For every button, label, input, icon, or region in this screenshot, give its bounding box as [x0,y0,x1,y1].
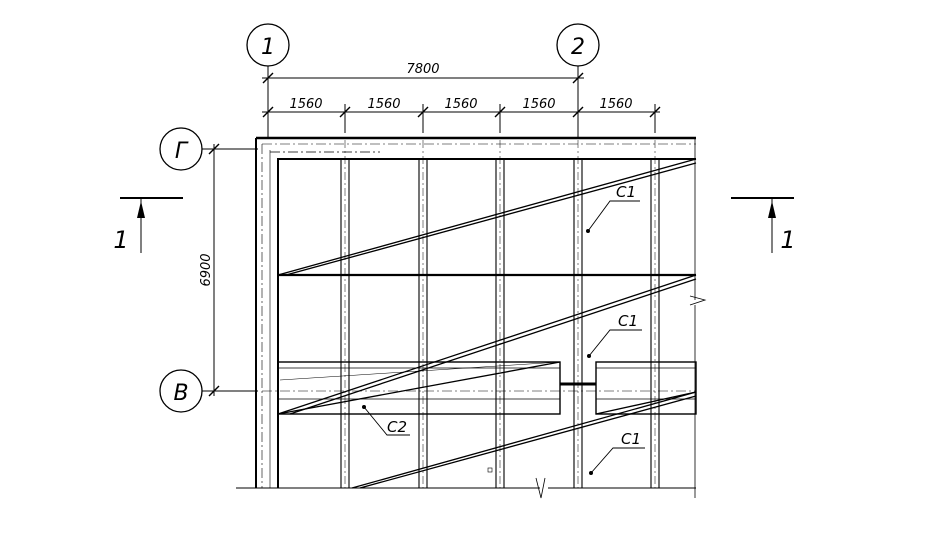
mark-c1-mid: С1 [587,312,642,358]
axis-v-marker: В [159,369,203,413]
mark-c2-label: С2 [387,418,407,436]
dimension-overall: 7800 [262,62,584,84]
mark-c1-bottom: С1 [589,430,645,475]
span-1-label: 1560 [289,97,322,112]
span-5-label: 1560 [599,97,632,112]
axis-leaders [202,66,579,392]
mark-c1-top-label: С1 [616,183,636,201]
span-2-label: 1560 [367,97,400,112]
detail-point [487,467,493,473]
dimension-height: 6900 [199,143,220,397]
axis-2-label: 2 [571,35,585,60]
rib-centerlines [344,140,656,488]
axis-v-label: В [173,381,188,406]
section-right-label: 1 [780,226,795,254]
section-mark-left: 1 [113,197,183,254]
dimension-overall-label: 7800 [406,62,439,77]
dimension-spans: 1560 1560 1560 1560 1560 [262,97,661,137]
vertical-ribs [340,159,660,488]
mark-c2: С2 [362,405,410,436]
axis-g-label: Г [175,139,189,164]
section-left-label: 1 [113,226,128,254]
diagonal-panels [277,158,697,489]
axis-g-marker: Г [159,127,203,171]
axis-1-marker: 1 [246,23,290,67]
beam-band [262,361,697,415]
dimension-height-label: 6900 [199,253,214,286]
axis-2-marker: 2 [556,23,600,67]
span-4-label: 1560 [522,97,555,112]
span-3-label: 1560 [444,97,477,112]
section-mark-right: 1 [731,197,796,254]
axis-1-label: 1 [261,35,275,60]
mark-c1-bottom-label: С1 [621,430,641,448]
mark-c1-mid-label: С1 [618,312,638,330]
wall-outline [236,136,707,499]
mark-c1-top: С1 [586,183,640,233]
